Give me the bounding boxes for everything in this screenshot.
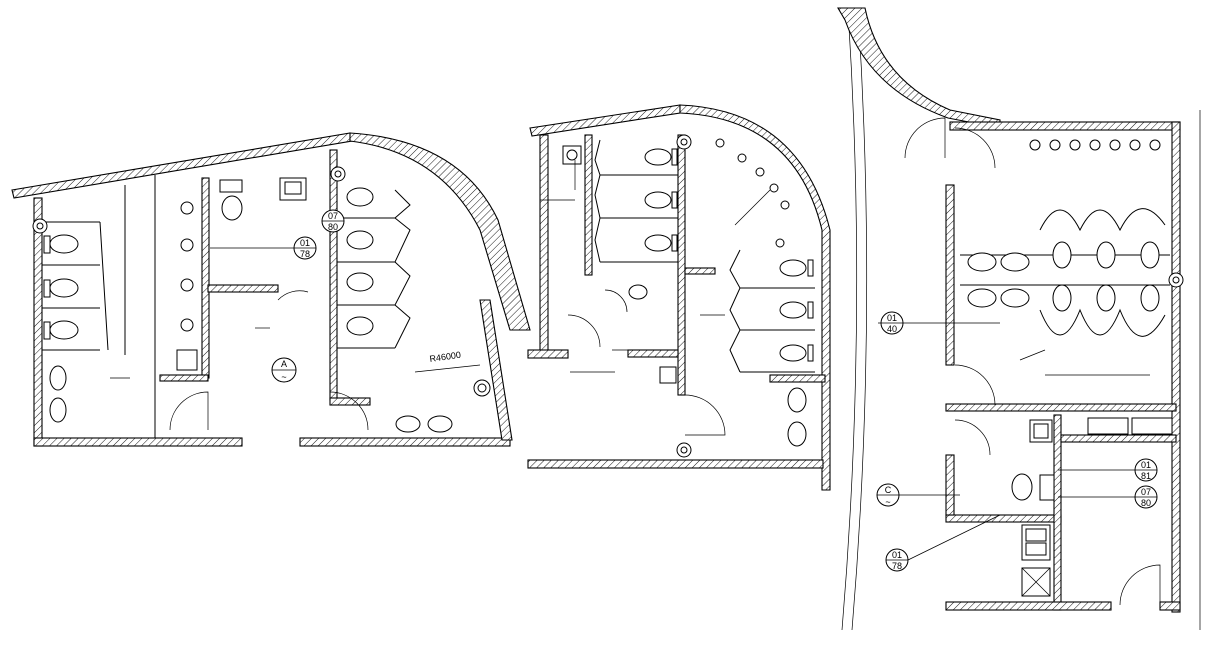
svg-text:81: 81 xyxy=(1141,471,1151,481)
svg-text:07: 07 xyxy=(328,211,338,221)
svg-text:78: 78 xyxy=(892,561,902,571)
toilet xyxy=(1096,284,1116,312)
svg-text:40: 40 xyxy=(887,324,897,334)
detail-tag-01-40: 01 40 xyxy=(880,311,904,335)
left-curved-wall xyxy=(349,132,531,331)
detail-tag-07-80-right: 07 80 xyxy=(1134,485,1158,509)
middle-curved-wall xyxy=(679,104,831,491)
toilet xyxy=(644,234,672,252)
right-partition-1 xyxy=(945,184,955,366)
plan-middle xyxy=(527,104,831,491)
plan-left: R46000 A ~ 01 78 07 80 xyxy=(11,132,531,447)
left-bottom-wall-2 xyxy=(299,437,511,447)
detail-tag-07-80: 07 80 xyxy=(321,209,345,233)
sink xyxy=(49,397,67,423)
svg-text:01: 01 xyxy=(892,550,902,560)
svg-text:01: 01 xyxy=(887,313,897,323)
svg-text:~: ~ xyxy=(885,497,890,507)
middle-partition-4 xyxy=(684,267,716,275)
right-partition-4 xyxy=(1053,414,1062,611)
left-partition-5 xyxy=(159,374,209,382)
sink xyxy=(787,387,807,413)
sink xyxy=(967,288,997,308)
svg-text:01: 01 xyxy=(1141,460,1151,470)
right-exterior-wall xyxy=(1171,121,1181,613)
toilet xyxy=(49,234,79,254)
section-tag-c: C ~ xyxy=(876,483,900,507)
toilet xyxy=(1052,284,1072,312)
toilet xyxy=(346,230,374,250)
svg-text:78: 78 xyxy=(300,249,310,259)
left-partition-3 xyxy=(329,149,338,401)
left-bottom-wall-1 xyxy=(33,437,243,447)
sink xyxy=(1000,252,1030,272)
toilet xyxy=(1052,241,1072,269)
right-curved-wall xyxy=(837,7,1001,129)
middle-left-lower xyxy=(527,349,569,359)
middle-partition-1 xyxy=(584,134,593,276)
middle-top-wall xyxy=(529,104,681,137)
right-partition-8 xyxy=(1060,434,1177,443)
detail-tag-01-81: 01 81 xyxy=(1134,458,1158,482)
toilet xyxy=(346,316,374,336)
toilet xyxy=(1140,284,1160,312)
middle-partition-5 xyxy=(769,374,826,383)
toilet xyxy=(346,187,374,207)
left-partition-4 xyxy=(329,397,371,406)
left-outer-wall xyxy=(33,197,43,447)
toilet xyxy=(644,148,672,166)
toilet xyxy=(346,272,374,292)
svg-text:C: C xyxy=(885,485,892,495)
svg-text:A: A xyxy=(281,359,287,369)
toilet xyxy=(779,344,807,362)
sink xyxy=(1000,288,1030,308)
svg-text:01: 01 xyxy=(300,238,310,248)
left-partition-2 xyxy=(207,284,279,293)
middle-partition-2 xyxy=(677,134,686,396)
left-curved-wall-lower xyxy=(479,299,513,441)
right-partition-2 xyxy=(945,403,1177,412)
radius-dimension: R46000 xyxy=(429,350,462,364)
middle-bottom-wall xyxy=(527,459,824,469)
right-partition-7 xyxy=(945,454,955,516)
sink xyxy=(787,421,807,447)
right-top-wall xyxy=(949,121,1181,131)
toilet xyxy=(1140,241,1160,269)
middle-left-wall xyxy=(539,134,549,356)
middle-partition-3 xyxy=(627,349,679,358)
toilet xyxy=(779,301,807,319)
right-partition-6 xyxy=(1159,601,1181,611)
toilet xyxy=(49,278,79,298)
sink xyxy=(967,252,997,272)
right-partition-5 xyxy=(945,601,1112,611)
detail-tag-01-78: 01 78 xyxy=(293,236,317,260)
toilet xyxy=(1096,241,1116,269)
section-tag-a: A ~ xyxy=(271,357,297,383)
svg-text:80: 80 xyxy=(1141,498,1151,508)
svg-text:80: 80 xyxy=(328,222,338,232)
left-partition-1 xyxy=(201,177,210,379)
plan-right: 01 40 C ~ 01 78 01 81 07 80 xyxy=(837,7,1201,631)
detail-tag-01-78-right: 01 78 xyxy=(885,548,909,572)
sink xyxy=(49,365,67,391)
toilet xyxy=(49,320,79,340)
toilet xyxy=(779,259,807,277)
toilet xyxy=(644,191,672,209)
svg-text:07: 07 xyxy=(1141,487,1151,497)
svg-text:~: ~ xyxy=(281,372,286,382)
right-partition-3 xyxy=(945,514,1062,523)
